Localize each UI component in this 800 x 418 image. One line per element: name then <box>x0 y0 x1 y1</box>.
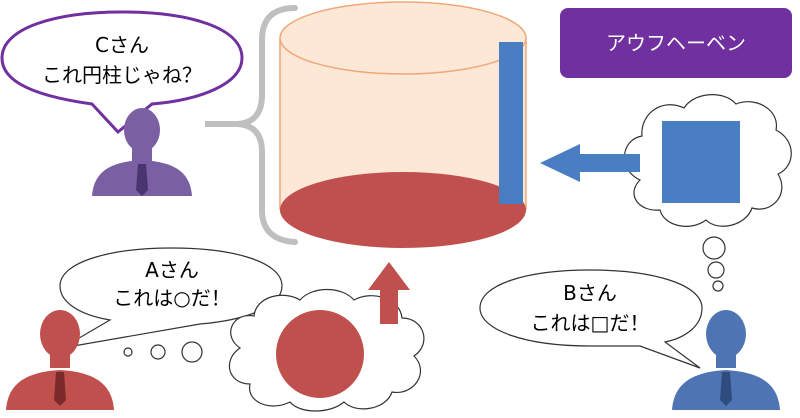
speech-bubble-b-line1: Bさん <box>563 281 617 305</box>
speech-bubble-b-line2: これは□だ！ <box>531 311 650 335</box>
red-circle <box>276 310 364 398</box>
thought-cloud-b <box>623 94 792 292</box>
speech-bubble-b-shape <box>479 269 703 369</box>
thought-dot-b-small <box>712 280 724 292</box>
thought-cloud-a <box>123 289 425 412</box>
speech-bubble-a-line2: これは○だ！ <box>113 286 230 310</box>
blue-arrow-shape <box>540 144 640 182</box>
speech-bubble-c-line2: これ円柱じゃね？ <box>42 63 202 87</box>
thought-dot-b-medium <box>707 261 725 279</box>
speech-bubble-c-line1: Cさん <box>95 33 149 57</box>
red-arrow-up <box>368 262 410 324</box>
speech-bubble-a: Aさん これは○だ！ <box>59 247 283 349</box>
person-b-icon <box>672 310 780 410</box>
thought-dot-small <box>123 347 133 357</box>
person-a-icon <box>6 310 114 410</box>
red-arrow-shape <box>368 262 410 324</box>
blue-arrow-left <box>540 144 640 182</box>
blue-square-side-bar <box>499 42 523 204</box>
thought-dot-medium <box>150 344 166 360</box>
cylinder-top <box>279 1 527 75</box>
cylinder <box>279 1 527 248</box>
person-c-icon <box>92 108 192 196</box>
speech-bubble-c-shape <box>0 10 244 135</box>
thought-dot-b-large <box>702 236 726 260</box>
gray-brace <box>205 5 298 245</box>
cylinder-base-red-circle <box>280 172 526 248</box>
speech-bubble-a-line1: Aさん <box>145 258 199 282</box>
aufheben-label-text: アウフヘーベン <box>606 31 746 55</box>
thought-dot-large <box>181 341 203 363</box>
blue-square <box>662 121 740 203</box>
speech-bubble-b: Bさん これは□だ！ <box>479 269 703 369</box>
speech-bubble-c: Cさん これ円柱じゃね？ <box>0 10 244 135</box>
aufheben-label-box <box>560 8 792 78</box>
